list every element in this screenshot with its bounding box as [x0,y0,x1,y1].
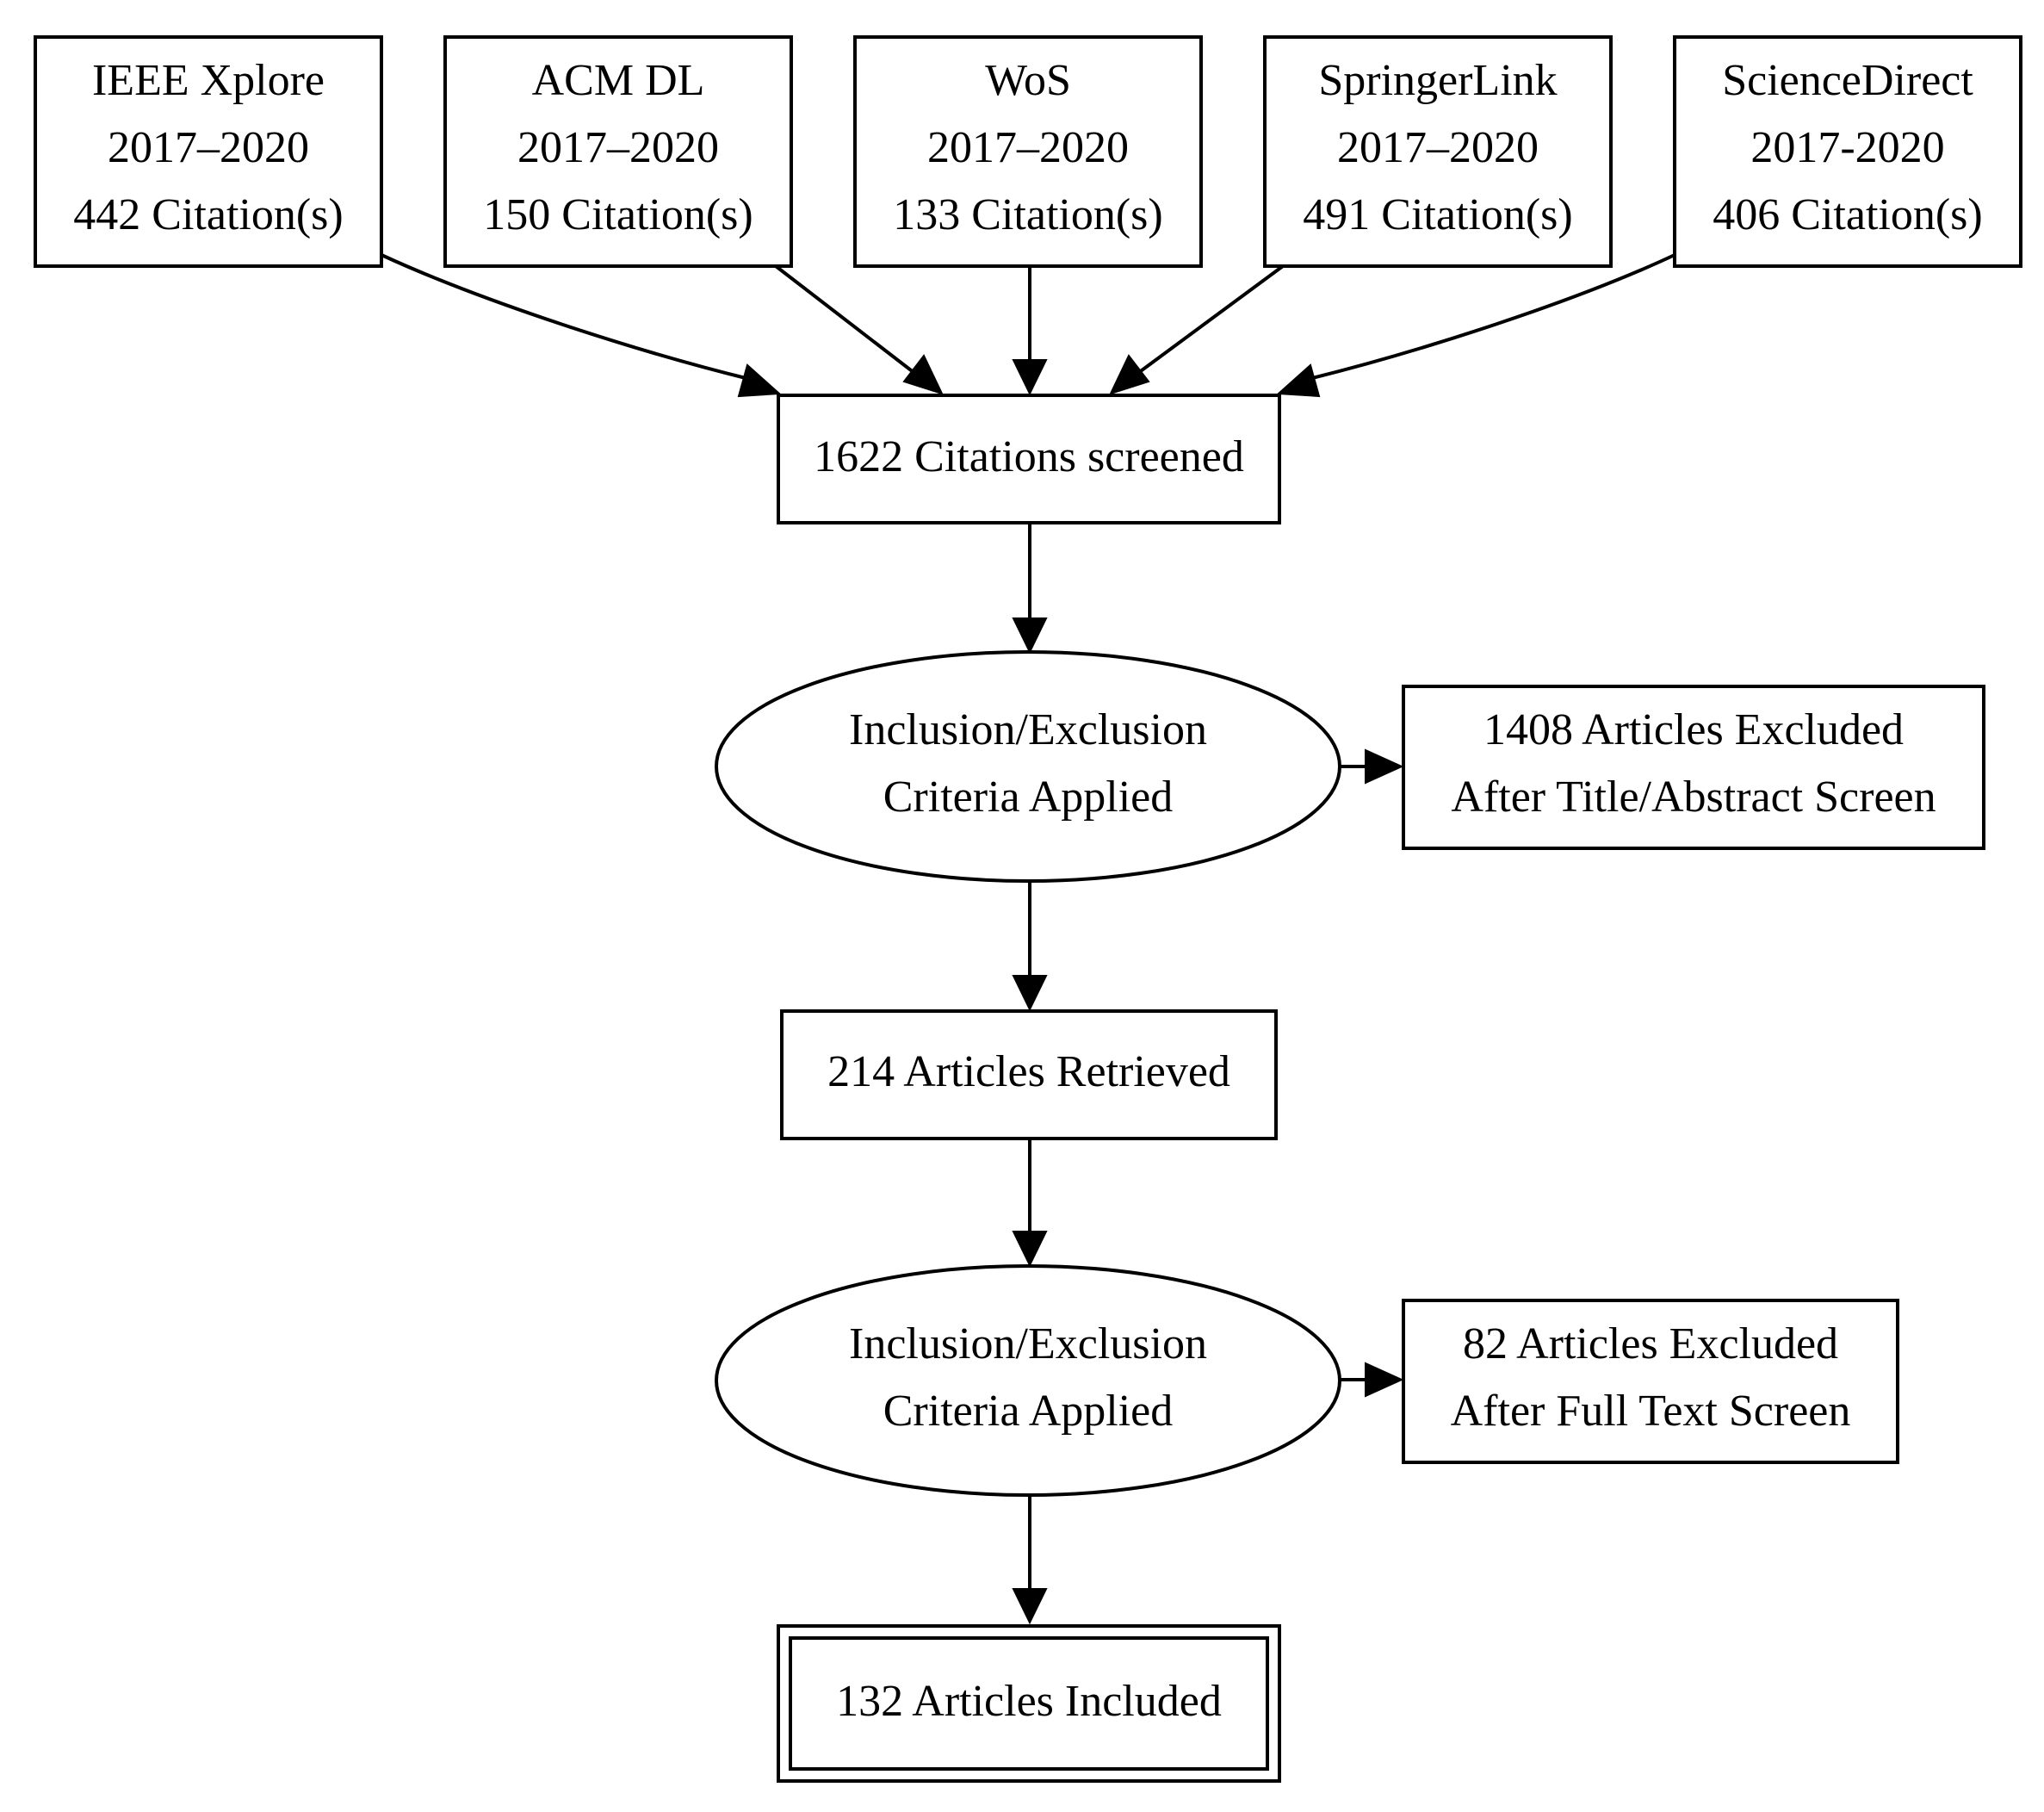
source-years-acm: 2017–2020 [517,123,719,172]
arrow-acm-to-screened [902,354,944,395]
screened-box [777,394,1281,524]
source-node-sciencedirect: ScienceDirect 2017-2020 406 Citation(s) [1673,35,2022,268]
source-name-sciencedirect: ScienceDirect [1722,56,1973,105]
criteria-1-line1: Inclusion/Exclusion [849,705,1207,754]
source-node-springerlink: SpringerLink 2017–2020 491 Citation(s) [1263,35,1613,268]
arrow-retrieved-to-criteria2 [1012,1231,1048,1268]
excluded-2-line2: After Full Text Screen [1451,1387,1851,1436]
retrieved-box [780,1009,1278,1140]
edge-acm-to-screened [774,264,916,375]
arrow-springer-to-screened [1109,354,1150,395]
source-box-sciencedirect [1673,35,2022,268]
edges [381,253,1675,1625]
arrow-sciencedirect-to-screened [1276,363,1321,398]
source-box-springerlink [1263,35,1613,268]
source-name-wos: WoS [985,56,1071,105]
excluded-node-2: 82 Articles Excluded After Full Text Scr… [1402,1299,1899,1464]
source-name-springerlink: SpringerLink [1318,56,1557,105]
screened-label: 1622 Citations screened [814,432,1244,481]
included-node: 132 Articles Included [777,1624,1281,1783]
criteria-1-line2: Criteria Applied [883,773,1173,822]
arrow-criteria1-to-excluded1 [1365,748,1404,785]
source-citations-sciencedirect: 406 Citation(s) [1713,190,1982,239]
source-box-wos [853,35,1203,268]
source-citations-ieee: 442 Citation(s) [73,190,343,239]
source-years-sciencedirect: 2017-2020 [1750,123,1944,172]
criteria-node-2: Inclusion/Exclusion Criteria Applied [715,1264,1341,1497]
retrieved-label: 214 Articles Retrieved [827,1047,1230,1096]
excluded-box-2 [1402,1299,1899,1464]
excluded-1-line1: 1408 Articles Excluded [1483,705,1904,754]
arrow-criteria2-to-excluded2 [1365,1362,1404,1398]
source-node-ieee: IEEE Xplore 2017–2020 442 Citation(s) [34,35,383,268]
source-citations-springerlink: 491 Citation(s) [1303,190,1572,239]
criteria-node-1: Inclusion/Exclusion Criteria Applied [715,650,1341,883]
criteria-2-line1: Inclusion/Exclusion [849,1319,1207,1368]
source-years-ieee: 2017–2020 [108,123,309,172]
criteria-ellipse-2 [715,1264,1341,1497]
excluded-node-1: 1408 Articles Excluded After Title/Abstr… [1402,685,1985,850]
retrieved-node: 214 Articles Retrieved [780,1009,1278,1140]
source-box-ieee [34,35,383,268]
source-citations-wos: 133 Citation(s) [893,190,1162,239]
criteria-ellipse-1 [715,650,1341,883]
edge-sciencedirect-to-screened [1308,253,1675,381]
excluded-2-line1: 82 Articles Excluded [1463,1319,1838,1368]
arrow-ieee-to-screened [737,363,782,398]
source-name-ieee: IEEE Xplore [92,56,325,105]
excluded-1-line2: After Title/Abstract Screen [1451,773,1936,822]
edge-ieee-to-screened [381,253,750,381]
edge-springer-to-screened [1137,264,1285,375]
source-years-springerlink: 2017–2020 [1337,123,1539,172]
criteria-2-line2: Criteria Applied [883,1387,1173,1436]
source-node-acm: ACM DL 2017–2020 150 Citation(s) [443,35,793,268]
arrow-criteria2-to-included [1012,1588,1048,1625]
source-years-wos: 2017–2020 [927,123,1129,172]
included-box-inner [789,1636,1269,1771]
source-node-wos: WoS 2017–2020 133 Citation(s) [853,35,1203,268]
excluded-box-1 [1402,685,1985,850]
included-label: 132 Articles Included [836,1677,1222,1726]
arrow-criteria1-to-retrieved [1012,975,1048,1012]
source-citations-acm: 150 Citation(s) [483,190,753,239]
screened-node: 1622 Citations screened [777,394,1281,524]
source-name-acm: ACM DL [532,56,705,105]
arrow-screened-to-criteria1 [1012,617,1048,655]
source-box-acm [443,35,793,268]
arrow-wos-to-screened [1012,359,1048,396]
